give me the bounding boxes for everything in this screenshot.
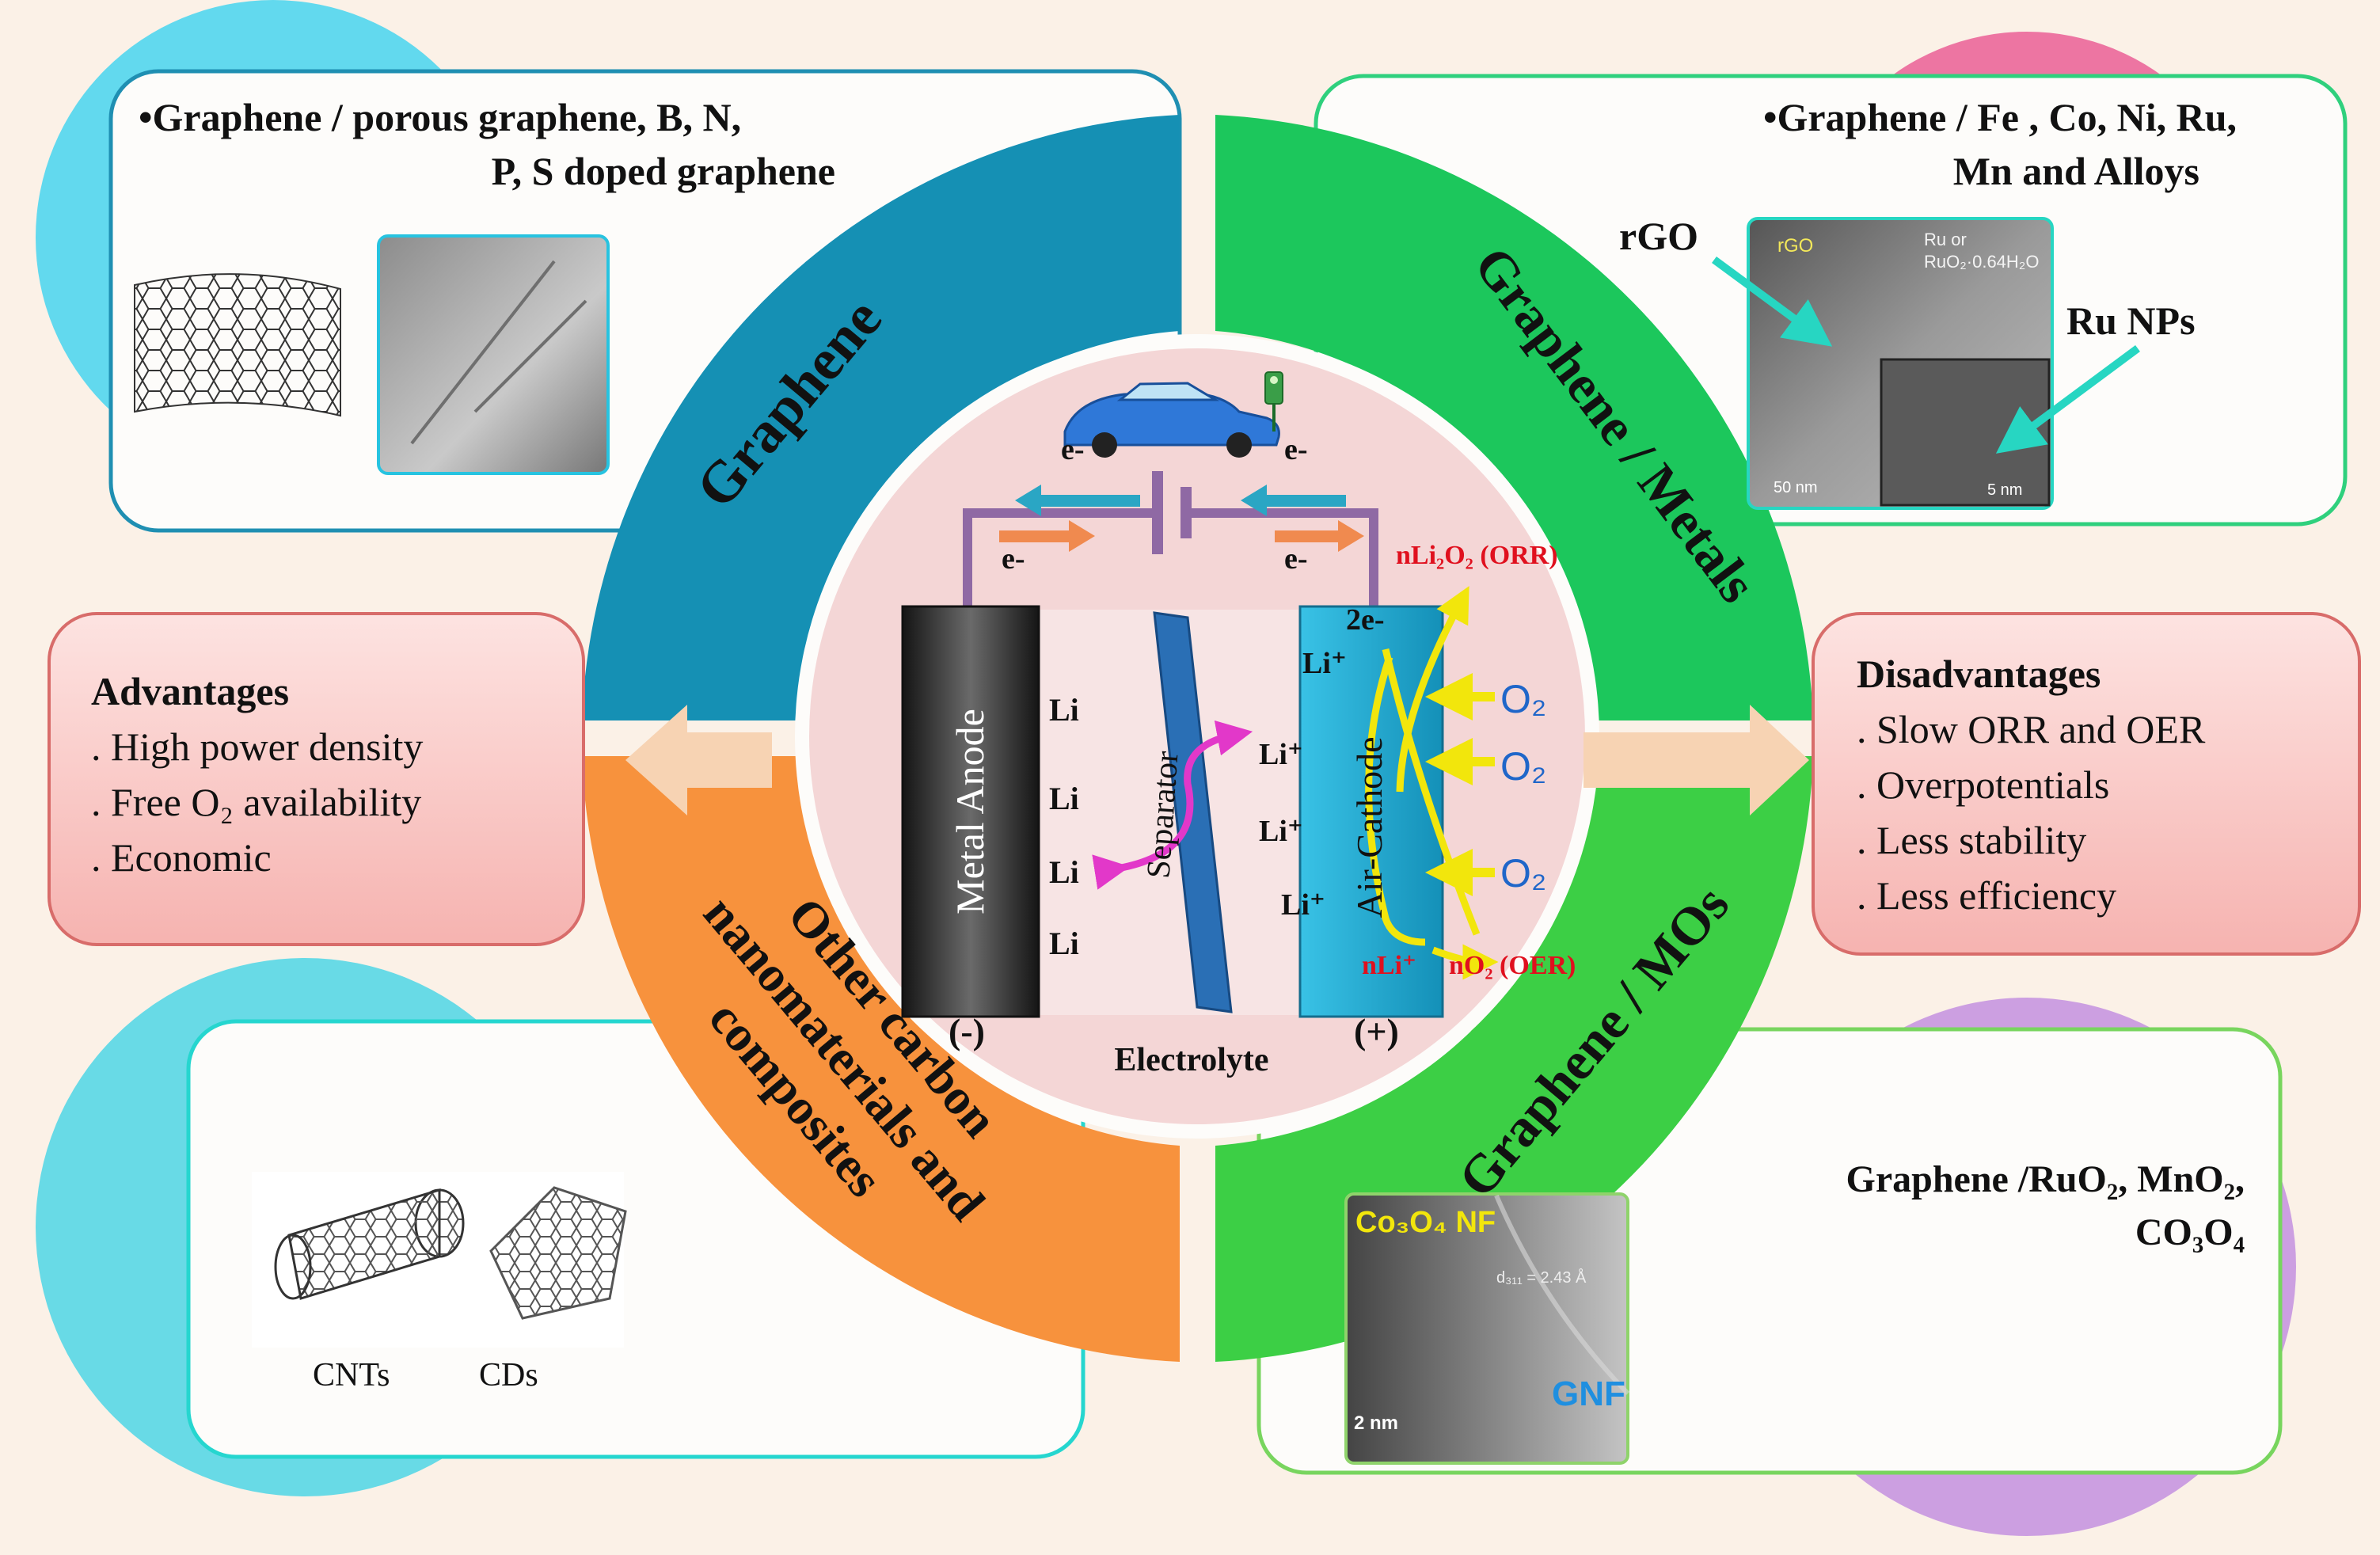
mos-tem-title: Co₃O₄ NF: [1355, 1206, 1496, 1239]
electron-arrow-left-bottom: [999, 520, 1095, 552]
e-label-top-right: e-: [1284, 433, 1308, 466]
disadvantages-item-3: . Less stability: [1857, 818, 2086, 862]
arrow-disadvantages: [1583, 705, 1809, 816]
two-e-label: 2e-: [1346, 603, 1385, 637]
cnts-label: CNTs: [313, 1357, 390, 1393]
rgo-label: rGO: [1619, 214, 1698, 258]
graphene-panel-line-1: •Graphene / porous graphene, B, N,: [139, 95, 741, 139]
e-label-bottom-left: e-: [1002, 542, 1025, 576]
ru-nps-label: Ru NPs: [2066, 298, 2196, 343]
graphene-panel-line-2: P, S doped graphene: [492, 149, 835, 193]
external-circuit-wire-right: [1188, 508, 1378, 618]
electron-arrow-right-top: [1241, 485, 1346, 516]
disadvantages-box: [1812, 612, 2361, 956]
graphene-tem-image: [377, 234, 610, 475]
mos-tem-boundary: [1494, 1194, 1630, 1396]
li-plus-4: Li⁺: [1281, 888, 1325, 922]
electron-arrow-left-top: [1015, 485, 1140, 516]
disadvantages-item-1: . Slow ORR and OER: [1857, 707, 2206, 751]
advantages-item-3: . Economic: [91, 835, 272, 880]
mos-panel-line-2: CO₃O₄: [2135, 1211, 2245, 1253]
mos-tem-gnf: GNF: [1552, 1374, 1625, 1413]
battery-schematic: [901, 371, 1499, 1018]
mos-tem-d-spacing: d₃₁₁ = 2.43 Å: [1496, 1268, 1587, 1287]
electrolyte-label: Electrolyte: [1114, 1042, 1268, 1078]
oer-label-o2: nO₂ (OER): [1449, 951, 1576, 980]
oer-label-li: nLi⁺: [1362, 951, 1416, 980]
oer-arrow-head: [1431, 944, 1499, 980]
li-4: Li: [1049, 926, 1079, 961]
li-plus-1: Li⁺: [1302, 647, 1347, 680]
cds-label: CDs: [479, 1357, 538, 1393]
mos-tem-scale: 2 nm: [1354, 1412, 1398, 1434]
tem-rgo-label: rGO: [1777, 235, 1813, 257]
advantages-title: Advantages: [91, 669, 289, 713]
arrow-advantages: [625, 705, 772, 816]
metals-panel-line-2: Mn and Alloys: [1953, 149, 2199, 193]
tem-scale-5nm: 5 nm: [1987, 481, 2022, 499]
external-circuit-wire: [963, 508, 1156, 618]
li-1: Li: [1049, 692, 1079, 728]
advantages-box: [48, 612, 585, 946]
o2-label-1: O₂: [1500, 677, 1546, 721]
tem-ru-label-2: RuO₂·0.64H₂O: [1924, 252, 2039, 272]
charging-station-icon: [1264, 371, 1283, 432]
graphene-tem-fold: [410, 260, 587, 445]
li-plus-2: Li⁺: [1259, 738, 1303, 771]
disadvantages-item-4: . Less efficiency: [1857, 873, 2116, 918]
orr-arrow: [1396, 586, 1469, 793]
oer-arrow: [1365, 656, 1426, 946]
li-2: Li: [1049, 781, 1079, 816]
orr-label: nLi₂O₂ (ORR): [1396, 541, 1558, 570]
tem-ru-label-1: Ru or: [1924, 230, 1967, 249]
ru-pointer-arrow: [1995, 344, 2140, 454]
segment-other-carbon: [582, 756, 1180, 1362]
mos-panel-line-1: Graphene /RuO₂, MnO₂,: [1846, 1158, 2245, 1200]
o2-label-3: O₂: [1500, 851, 1546, 895]
metal-anode: [901, 605, 1040, 1018]
o2-label-2: O₂: [1500, 744, 1546, 789]
segment-graphene: [582, 115, 1180, 720]
cnt-illustration: [274, 1188, 465, 1300]
graphene-sheet-illustration: [134, 273, 341, 417]
rgo-pointer-arrow: [1712, 256, 1833, 347]
cd-illustration: [489, 1186, 627, 1320]
li-ion-arrow: [1092, 720, 1253, 890]
cathode-label: Air-Cathode: [1349, 736, 1390, 918]
electric-car-icon: [1063, 382, 1280, 458]
tem-scale-50nm: 50 nm: [1774, 479, 1818, 496]
negative-terminal: (-): [949, 1011, 985, 1051]
li-3: Li: [1049, 854, 1079, 890]
advantages-item-2: . Free O₂ availability: [91, 780, 421, 824]
advantages-item-1: . High power density: [91, 724, 423, 769]
e-label-bottom-right: e-: [1284, 542, 1308, 576]
metals-panel-line-1: •Graphene / Fe , Co, Ni, Ru,: [1763, 95, 2237, 139]
li-plus-3: Li⁺: [1259, 815, 1303, 848]
positive-terminal: (+): [1354, 1011, 1399, 1051]
separator-label: Separator: [1140, 750, 1185, 880]
disadvantages-title: Disadvantages: [1857, 652, 2101, 696]
anode-label: Metal Anode: [948, 709, 992, 914]
disadvantages-item-2: . Overpotentials: [1857, 762, 2109, 807]
mos-tem-image: [1344, 1192, 1629, 1465]
segment-graphene-metals: [1215, 115, 1813, 720]
electron-arrow-right-bottom: [1275, 520, 1364, 552]
e-label-top-left: e-: [1061, 433, 1085, 466]
